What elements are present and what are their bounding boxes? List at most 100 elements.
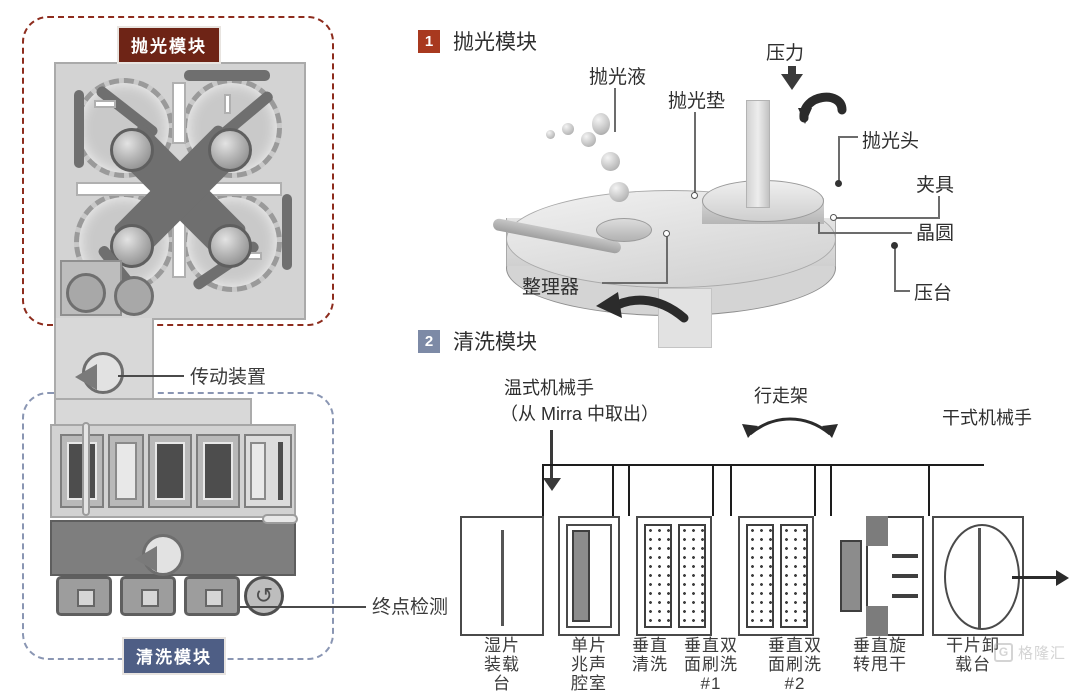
label-pressure: 压力 xyxy=(766,43,805,64)
slot-small-tr xyxy=(224,94,231,114)
polish-head-bottom-right xyxy=(208,224,252,268)
conditioner-bar-top xyxy=(184,70,270,81)
wafer-leader-v xyxy=(818,222,820,234)
label-wet-robot-line1: 温式机械手 xyxy=(504,378,594,398)
station-label-3: 垂直清洗 xyxy=(632,636,668,675)
platen-leader-h xyxy=(894,290,910,292)
clamp-leader-v xyxy=(938,196,940,218)
station-label-1: 湿片装载台 xyxy=(484,636,520,693)
walking-frame-arrow xyxy=(742,417,838,438)
cleaner-cassette-1 xyxy=(56,576,112,616)
polish-head-shaft xyxy=(746,100,770,208)
slurry-drop-3 xyxy=(581,132,596,147)
watermark-logo-icon: G xyxy=(993,643,1013,662)
station-label-2: 单片兆声腔室 xyxy=(571,636,607,693)
conditioner-disc xyxy=(596,218,652,242)
section-2-title: 清洗模块 xyxy=(453,331,537,354)
section-2-number: 2 xyxy=(418,329,440,353)
label-walking-frame: 行走架 xyxy=(754,386,808,406)
polish-head-leader-h xyxy=(838,136,858,138)
slot-top xyxy=(172,82,186,144)
rail-drop-2 xyxy=(628,464,714,516)
conditioner-leader-h xyxy=(602,282,668,284)
wafer-leader xyxy=(818,232,912,234)
cleaner-rotation-icon xyxy=(135,534,184,576)
pad-anchor-dot xyxy=(691,192,698,199)
slurry-drop-1 xyxy=(546,130,555,139)
station-dry-unload xyxy=(932,516,1024,636)
cleaner-rail xyxy=(82,422,90,516)
load-cassette-2 xyxy=(114,276,154,316)
station-brush-2 xyxy=(738,516,814,636)
watermark-text: 格隆汇 xyxy=(1017,645,1066,662)
platen-leader-v xyxy=(894,246,896,292)
conditioner-leader-v xyxy=(666,234,668,284)
wet-robot-arrow-head xyxy=(543,478,561,491)
callout-endpoint-detection: 终点检测 xyxy=(372,597,449,618)
slurry-drop-2 xyxy=(562,123,574,135)
label-wet-robot-line2: （从 Mirra 中取出） xyxy=(500,404,659,424)
section-1-number: 1 xyxy=(418,29,440,53)
cleaner-port xyxy=(262,514,298,524)
rail-drop-3 xyxy=(730,464,816,516)
polishing-process-illustration: 抛光液 抛光垫 压力 抛光头 夹具 xyxy=(400,40,1080,348)
clamp-anchor-dot xyxy=(830,214,837,221)
clamp-leader-h xyxy=(834,217,940,219)
left-equipment-panel: ↺ 抛光模块 清洗模块 传动装置 终点检测 xyxy=(0,0,448,675)
slurry-drop-6 xyxy=(609,182,629,202)
polish-module-badge: 抛光模块 xyxy=(117,26,221,64)
platen-anchor-dot xyxy=(891,242,898,249)
label-conditioner: 整理器 xyxy=(522,277,580,298)
cleaning-flow-illustration: 温式机械手 （从 Mirra 中取出） 行走架 干式机械手 xyxy=(400,368,1080,693)
section-1-header: 1 抛光模块 xyxy=(418,26,537,56)
endpoint-detection-icon: ↺ xyxy=(244,576,284,616)
station-spin-dry xyxy=(840,516,924,636)
cleaner-cassette-3 xyxy=(184,576,240,616)
station-label-5: 垂直双面刷洗#2 xyxy=(768,636,822,693)
exit-arrow-head xyxy=(1056,570,1069,586)
exit-arrow-line xyxy=(1012,576,1062,579)
label-platen: 压台 xyxy=(914,283,953,304)
station-label-6: 垂直旋转甩干 xyxy=(853,636,907,675)
polish-head-leader-v xyxy=(838,136,840,184)
conditioner-anchor-dot xyxy=(663,230,670,237)
conditioner-bar-left xyxy=(74,90,84,168)
right-detail-panel: 1 抛光模块 抛光液 抛光垫 xyxy=(400,0,1080,693)
slot-small-tl xyxy=(94,100,116,108)
polish-head-anchor-dot xyxy=(835,180,842,187)
conditioner-bar-right xyxy=(282,194,292,270)
drive-leader-line xyxy=(118,375,184,377)
slurry-drop-4 xyxy=(592,113,610,135)
cleaner-chamber-row xyxy=(50,422,296,518)
load-cassette-1 xyxy=(66,273,106,313)
platen-rotation-arrow xyxy=(596,292,689,323)
label-slurry: 抛光液 xyxy=(589,67,647,88)
station-label-7: 干片卸载台 xyxy=(946,636,1000,675)
label-clamp: 夹具 xyxy=(916,175,955,196)
station-wet-load xyxy=(460,516,544,636)
slurry-drop-5 xyxy=(601,152,620,171)
label-pad: 抛光垫 xyxy=(668,91,726,112)
station-megasonic xyxy=(558,516,620,636)
polish-head-top-right xyxy=(208,128,252,172)
pressure-arrow-head xyxy=(781,74,803,90)
watermark: G 格隆汇 xyxy=(993,642,1066,663)
station-label-4: 垂直双面刷洗#1 xyxy=(684,636,738,693)
cleaner-cassette-2 xyxy=(120,576,176,616)
slurry-leader xyxy=(614,88,616,132)
station-brush-1 xyxy=(636,516,712,636)
section-1-title: 抛光模块 xyxy=(453,31,537,54)
drive-rotation-icon xyxy=(75,352,124,394)
head-rotation-arrow xyxy=(798,92,847,124)
polish-head-top-left xyxy=(110,128,154,172)
callout-drive-unit: 传动装置 xyxy=(190,367,267,388)
polish-module-region xyxy=(22,16,334,326)
clean-module-badge: 清洗模块 xyxy=(122,637,226,675)
endpoint-leader-line xyxy=(240,606,366,608)
label-wafer: 晶圆 xyxy=(916,223,955,244)
pad-leader xyxy=(694,112,696,194)
label-polish-head: 抛光头 xyxy=(862,131,920,152)
polisher-top-view xyxy=(54,62,306,320)
section-2-header: 2 清洗模块 xyxy=(418,326,537,356)
